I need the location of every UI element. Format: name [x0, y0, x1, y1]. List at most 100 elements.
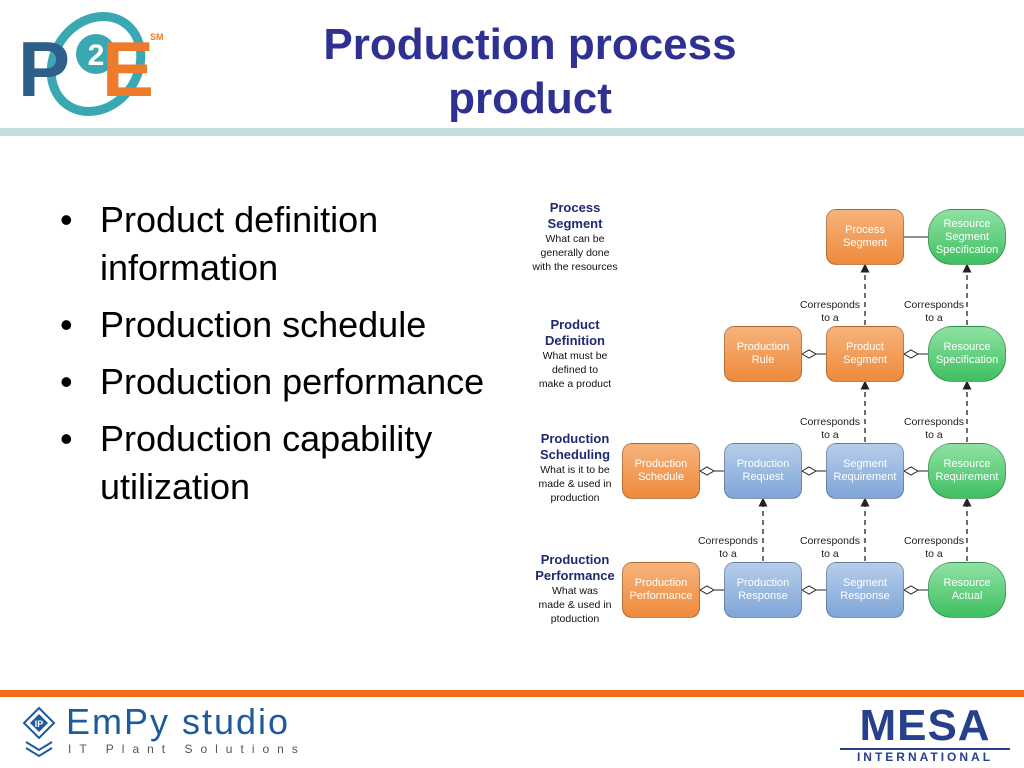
diamond-icon: [698, 466, 716, 476]
node-production-performance: Production Performance: [622, 562, 700, 618]
row-label-title: Scheduling: [539, 447, 611, 462]
mesa-international-logo: MESA INTERNATIONAL: [840, 701, 1010, 764]
row-label-subtitle: defined to: [551, 364, 599, 376]
row-label-subtitle: What was: [551, 585, 599, 597]
production-model-diagram: Process Segment What can be generally do…: [520, 192, 1020, 632]
node-label: Resource Specification: [935, 341, 999, 366]
node-label: Segment Requirement: [833, 458, 897, 483]
corresponds-text: to a: [925, 312, 943, 324]
node-label: Resource Segment Specification: [935, 217, 999, 256]
footer-divider: [0, 690, 1024, 697]
diamond-icon: [902, 349, 920, 359]
empy-diamond-icon: IP: [22, 706, 56, 758]
corresponds-text: Corresponds: [799, 299, 861, 311]
node-resource-requirement: Resource Requirement: [928, 443, 1006, 499]
p2e-letter-p: P: [18, 25, 70, 113]
diamond-icon: [800, 466, 818, 476]
slide-title-line-2: product: [448, 74, 612, 123]
header-divider: [0, 128, 1024, 136]
row-label-process-segment: Process Segment What can be generally do…: [520, 200, 630, 274]
bullet-text: Production capability utilization: [100, 418, 433, 507]
node-label: Production Rule: [736, 341, 790, 366]
p2e-logo: P 2 E SM: [12, 8, 172, 118]
mesa-logo-word: MESA: [859, 701, 991, 750]
slide-title: Production process product: [200, 18, 860, 126]
bullet-text: Production performance: [100, 361, 485, 402]
corresponds-text: to a: [821, 429, 839, 441]
diamond-icon: [902, 466, 920, 476]
row-label-title: Production: [540, 431, 610, 446]
node-segment-response: Segment Response: [826, 562, 904, 618]
row-label-title: Production: [540, 552, 610, 567]
slide-title-line-1: Production process: [323, 20, 737, 69]
node-product-segment: Product Segment: [826, 326, 904, 382]
row-label-title: Process: [549, 200, 601, 215]
node-label: Production Performance: [629, 577, 693, 602]
node-production-request: Production Request: [724, 443, 802, 499]
node-label: Resource Actual: [943, 577, 991, 602]
node-resource-segment-specification: Resource Segment Specification: [928, 209, 1006, 265]
bullet-list: • Product definition information • Product…: [60, 196, 490, 520]
empy-icon-text: IP: [35, 719, 44, 729]
diamond-icon: [800, 349, 818, 359]
node-label: Product Segment: [842, 341, 888, 366]
corresponds-text: to a: [821, 312, 839, 324]
node-resource-actual: Resource Actual: [928, 562, 1006, 618]
bullet-dot-icon: •: [60, 361, 73, 402]
bullet-dot-icon: •: [60, 418, 73, 459]
node-label: Production Request: [736, 458, 790, 483]
row-label-title: Definition: [545, 333, 605, 348]
diamond-icon: [902, 585, 920, 595]
row-label-subtitle: production: [550, 492, 600, 504]
corresponds-text: Corresponds: [799, 416, 861, 428]
corresponds-text: Corresponds: [799, 535, 861, 547]
bullet-item: • Product definition information: [60, 196, 490, 292]
node-production-rule: Production Rule: [724, 326, 802, 382]
row-label-subtitle: What is it to be: [540, 464, 610, 476]
row-label-subtitle: make a product: [538, 378, 612, 390]
bullet-item: • Production capability utilization: [60, 415, 490, 511]
node-production-response: Production Response: [724, 562, 802, 618]
corresponds-text: Corresponds: [903, 535, 965, 547]
node-resource-specification: Resource Specification: [928, 326, 1006, 382]
node-label: Segment Response: [840, 577, 890, 602]
row-label-subtitle: What must be: [542, 350, 608, 362]
corresponds-text: to a: [925, 429, 943, 441]
bullet-dot-icon: •: [60, 199, 73, 240]
diagram-connectors: [698, 236, 972, 595]
node-label: Production Response: [736, 577, 790, 602]
node-label: Resource Requirement: [935, 458, 999, 483]
mesa-logo-subtitle: INTERNATIONAL: [840, 748, 1010, 764]
bullet-text: Production schedule: [100, 304, 427, 345]
node-label: Process Segment: [842, 224, 888, 249]
corresponds-text: Corresponds: [697, 535, 759, 547]
diamond-icon: [698, 585, 716, 595]
row-label-product-definition: Product Definition What must be defined …: [520, 317, 630, 391]
row-label-production-scheduling: Production Scheduling What is it to be m…: [520, 431, 630, 505]
corresponds-text: to a: [719, 548, 737, 560]
row-label-title: Product: [550, 317, 600, 332]
empy-studio-tagline: IT Plant Solutions: [68, 742, 306, 756]
corresponds-text: Corresponds: [903, 416, 965, 428]
row-label-title: Segment: [547, 216, 603, 231]
empy-studio-name: EmPy studio: [66, 701, 291, 742]
bullet-dot-icon: •: [60, 304, 73, 345]
bullet-text: Product definition information: [100, 199, 379, 288]
node-label: Production Schedule: [634, 458, 688, 483]
corresponds-text: Corresponds: [903, 299, 965, 311]
p2e-sm-mark: SM: [150, 32, 164, 42]
row-label-title: Performance: [535, 568, 615, 583]
row-label-production-performance: Production Performance What was made & u…: [520, 552, 630, 626]
row-label-subtitle: ptoduction: [550, 613, 600, 625]
node-segment-requirement: Segment Requirement: [826, 443, 904, 499]
node-production-schedule: Production Schedule: [622, 443, 700, 499]
corresponds-text: to a: [925, 548, 943, 560]
p2e-letter-e: E: [102, 25, 154, 113]
bullet-item: • Production schedule: [60, 301, 490, 349]
